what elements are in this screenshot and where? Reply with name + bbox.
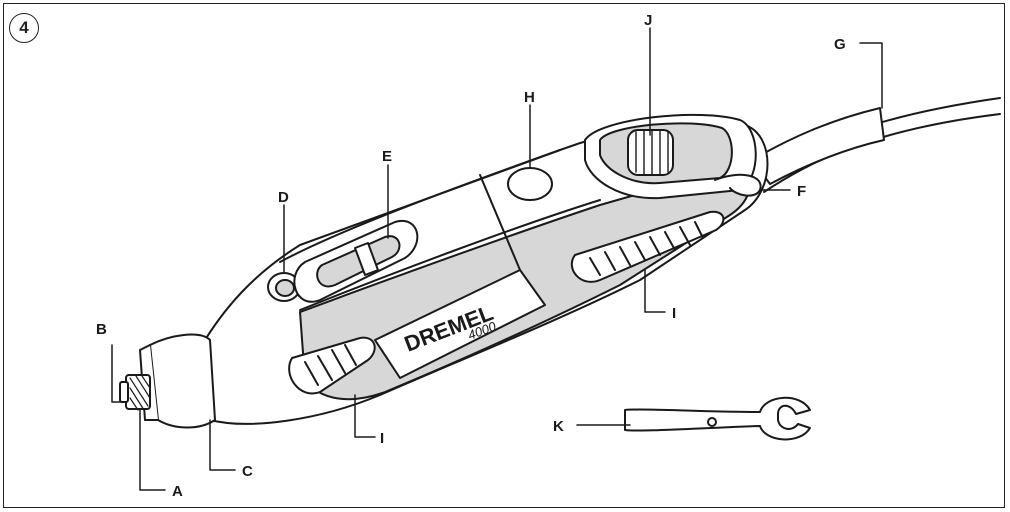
- speed-control-dial: [584, 113, 757, 200]
- figure-number-badge: 4: [9, 13, 39, 43]
- callout-k: K: [553, 418, 564, 435]
- air-vent-lower: [288, 336, 376, 395]
- callout-i-lower: I: [380, 430, 384, 447]
- callout-e: E: [382, 148, 392, 165]
- callout-g: G: [834, 36, 846, 53]
- air-vent-upper: [570, 210, 725, 283]
- collet-wrench: [624, 396, 811, 441]
- callout-i-upper: I: [672, 305, 676, 322]
- callout-h: H: [524, 89, 535, 106]
- on-off-switch: [293, 219, 419, 303]
- callout-d: D: [278, 189, 289, 206]
- leader-lines: [111, 27, 883, 491]
- callout-a: A: [172, 483, 183, 500]
- callout-c: C: [242, 463, 253, 480]
- logo-plate: [374, 269, 546, 379]
- callout-b: B: [96, 321, 107, 338]
- figure-frame: [3, 3, 1005, 508]
- nose-collar: [139, 333, 216, 429]
- callout-j: J: [644, 12, 652, 29]
- shaft-lock-button: [267, 272, 301, 302]
- indicator-disc: [507, 167, 553, 201]
- power-cord: [751, 97, 1001, 193]
- callout-f: F: [797, 183, 806, 200]
- collet-nut: [119, 374, 151, 411]
